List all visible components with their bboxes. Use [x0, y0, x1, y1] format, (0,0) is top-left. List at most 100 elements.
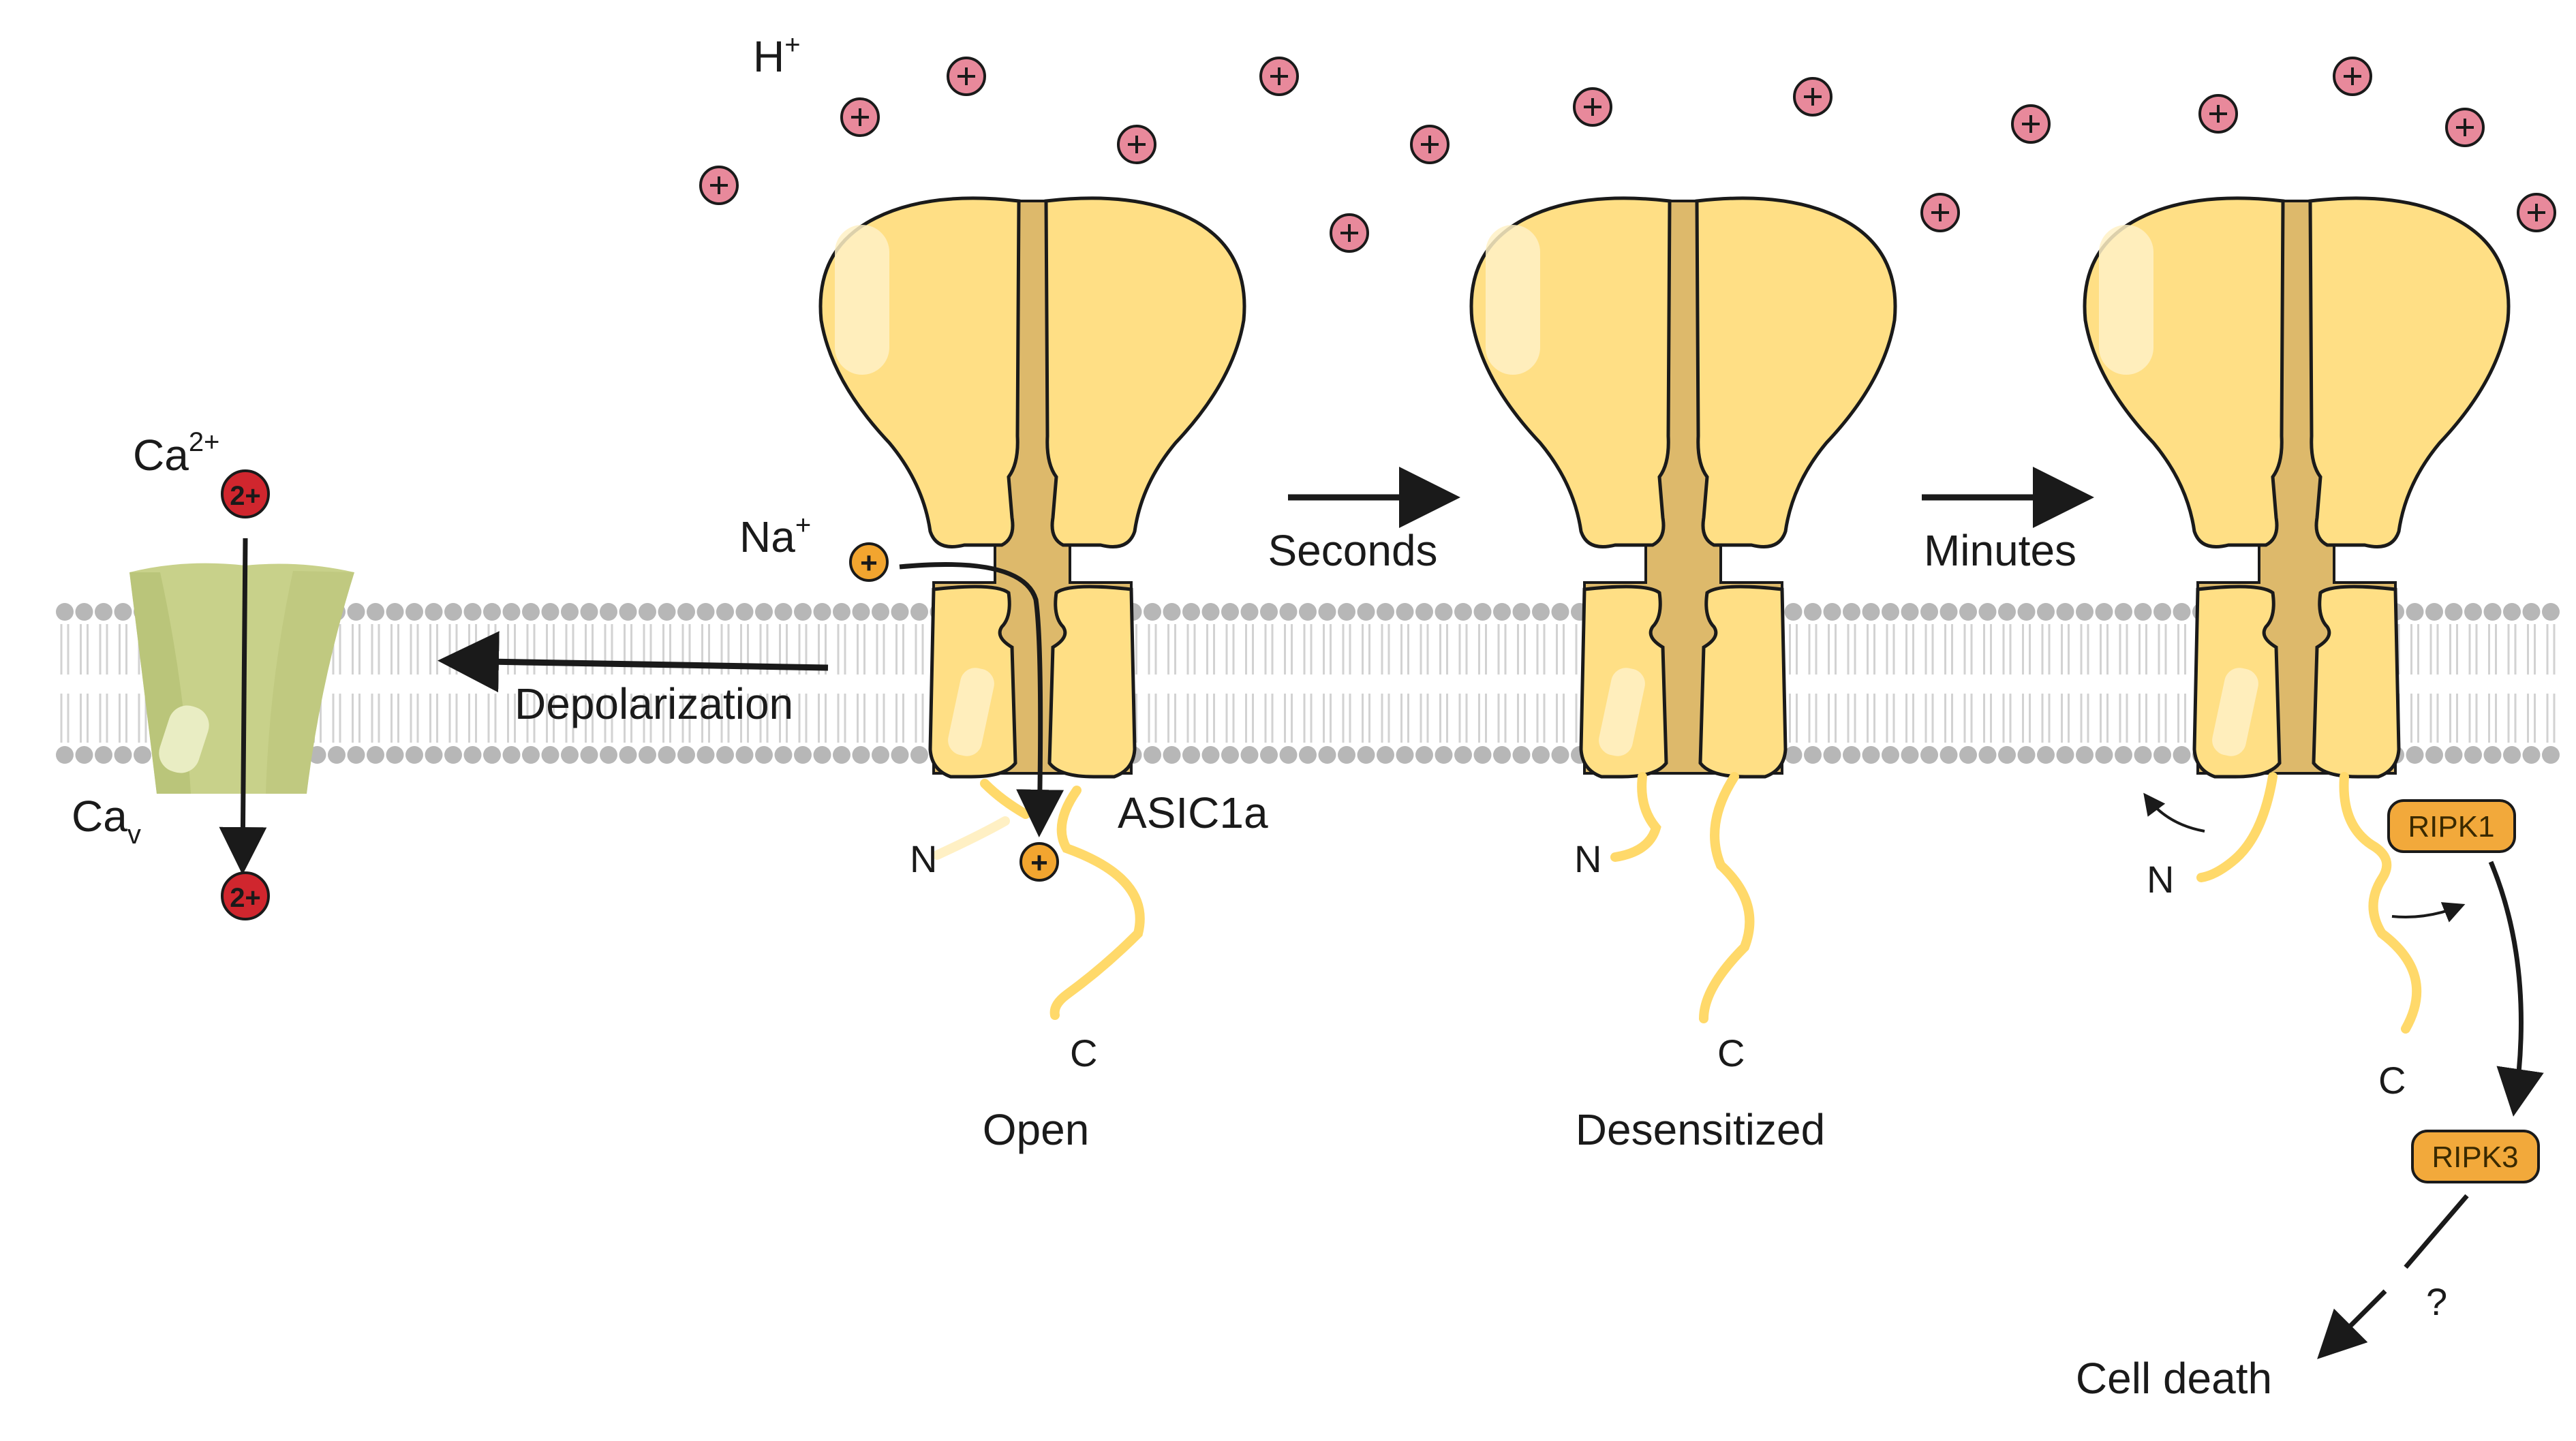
lipid-head	[1163, 746, 1181, 764]
lipid-head	[833, 746, 850, 764]
lipid-head	[1279, 746, 1298, 764]
calcium-ion-outside: 2+	[221, 469, 270, 518]
proton-ion	[2011, 104, 2051, 144]
lipid-head	[367, 603, 384, 621]
lipid-head	[1784, 603, 1803, 621]
lipid-head	[1144, 603, 1161, 621]
lipid-head	[1920, 603, 1938, 621]
proton-ion	[1573, 87, 1612, 127]
lipid-head	[502, 603, 521, 621]
lipid-head	[852, 603, 870, 621]
tm-highlight	[948, 668, 994, 756]
proton-ion	[1793, 77, 1833, 117]
lipid-head	[2095, 746, 2113, 764]
lipid-head	[2542, 746, 2560, 764]
n-terminal-tail-third	[2196, 772, 2278, 882]
lipid-head	[813, 603, 831, 621]
membrane-heads	[56, 603, 2560, 764]
lipid-head	[1221, 746, 1239, 764]
ripk3-to-cell-death-arrow	[2324, 1194, 2469, 1352]
cav-highlight	[159, 705, 209, 773]
lipid-head	[619, 746, 637, 764]
cav-inner-right	[266, 571, 354, 794]
asic1a-channel	[2083, 196, 2511, 779]
lipid-head	[2017, 746, 2036, 764]
proton-ion	[840, 97, 880, 137]
lipid-head	[1201, 603, 1220, 621]
n-terminus-label-third: N	[2147, 858, 2174, 901]
lipid-head	[735, 746, 754, 764]
lipid-head	[600, 603, 617, 621]
sodium-ion-outside: +	[849, 542, 889, 582]
proton-ion	[2198, 94, 2238, 134]
lipid-head	[1901, 603, 1919, 621]
c-terminal-tail-open	[1049, 786, 1145, 1020]
lipid-head	[2134, 603, 2152, 621]
lipid-head	[2056, 603, 2074, 621]
n-terminal-tail-desensitized	[1610, 772, 1661, 862]
lipid-head	[2464, 746, 2482, 764]
lipid-head	[1415, 603, 1433, 621]
lipid-head	[2076, 746, 2094, 764]
lipid-head	[2503, 746, 2521, 764]
lipid-head	[1978, 603, 1997, 621]
proton-ion	[1259, 57, 1299, 96]
n-terminus-label-desensitized: N	[1574, 837, 1601, 880]
lipid-head	[2464, 603, 2482, 621]
lipid-head	[2115, 603, 2132, 621]
lipid-head	[2153, 603, 2171, 621]
lipid-head	[1843, 603, 1860, 621]
lipid-head	[2115, 746, 2132, 764]
lipid-head	[386, 746, 404, 764]
lipid-head	[463, 746, 482, 764]
lipid-head	[910, 746, 928, 764]
lipid-head	[1338, 746, 1355, 764]
lipid-head	[639, 746, 656, 764]
lipid-head	[2076, 603, 2094, 621]
lipid-head	[619, 603, 637, 621]
asic1a-channel	[818, 196, 1246, 779]
proton-ion	[1410, 125, 1450, 164]
lipid-head	[716, 603, 734, 621]
lipid-head	[541, 746, 559, 764]
ripk1-badge: RIPK1	[2387, 799, 2516, 853]
lipid-head	[2056, 746, 2074, 764]
lipid-head	[1396, 603, 1414, 621]
sodium-flux-arrow	[899, 562, 1064, 837]
lipid-head	[833, 603, 850, 621]
cav-label: Cav	[72, 792, 141, 850]
lipid-head	[561, 603, 579, 621]
lipid-head	[696, 603, 715, 621]
lipid-head	[755, 603, 773, 621]
lipid-head	[405, 746, 423, 764]
tm-highlight	[1599, 668, 1645, 756]
lipid-head	[639, 603, 656, 621]
lipid-head	[1823, 603, 1841, 621]
lipid-head	[1998, 746, 2016, 764]
lipid-head	[134, 746, 151, 764]
lipid-head	[1882, 603, 1899, 621]
lipid-head	[483, 603, 501, 621]
transition-label-minutes: Minutes	[1924, 526, 2076, 575]
lipid-head	[425, 603, 443, 621]
lipid-head	[1377, 603, 1394, 621]
lipid-head	[2444, 746, 2463, 764]
uncertain-step-mark: ?	[2426, 1280, 2447, 1323]
svg-text:2+: 2+	[230, 883, 261, 913]
c-tail-movement-arrow	[2391, 902, 2466, 923]
transmembrane-domain-right	[1698, 585, 1788, 779]
lipid-head	[1882, 746, 1899, 764]
lipid-head	[1221, 603, 1239, 621]
c-terminal-tail-desensitized	[1699, 772, 1755, 1023]
lipid-head	[347, 746, 365, 764]
lipid-head	[755, 746, 773, 764]
lipid-head	[2444, 603, 2463, 621]
svg-text:+: +	[1030, 846, 1048, 880]
svg-text:RIPK1: RIPK1	[2408, 810, 2494, 843]
lipid-head	[716, 746, 734, 764]
lipid-head	[1862, 746, 1880, 764]
proton-ion	[699, 166, 739, 205]
lipid-head	[1959, 746, 1977, 764]
lipid-head	[328, 746, 346, 764]
